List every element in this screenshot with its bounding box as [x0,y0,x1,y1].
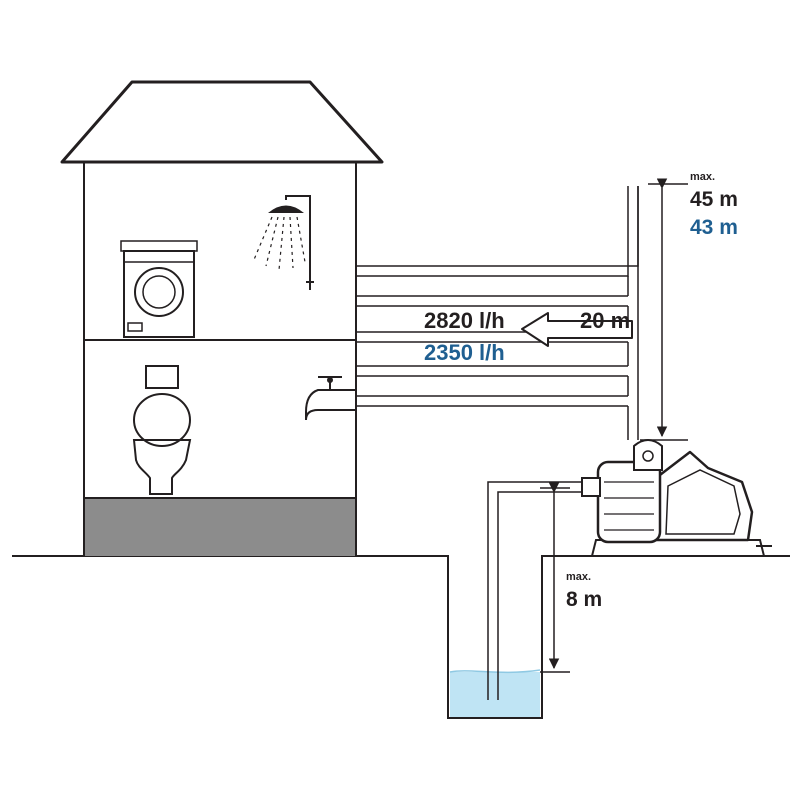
suction-depth-dimension [540,482,570,673]
toilet-icon [132,365,192,495]
house-basement-band [84,498,356,556]
washing-machine-icon [120,240,198,338]
suction-prefix: max. [566,571,591,583]
supply-pipes [356,186,639,440]
flow-rate-2: 2350 l/h [424,340,505,365]
max-head-prefix: max. [690,171,715,183]
house [60,80,384,556]
pump-outlet-cap [633,439,663,471]
flow-arrow [521,312,633,347]
shower-icon [252,195,314,290]
ground-line [12,555,790,719]
garden-pump [581,439,772,557]
max-head-dimension [640,178,688,441]
house-roof [60,80,384,164]
faucet-icon [305,376,357,421]
flow-rate-1: 2820 l/h [424,308,505,333]
max-head-value-1: 45 m [690,188,738,211]
well-water [450,672,540,717]
pump-motor-housing [648,450,754,542]
max-head-value-2: 43 m [690,216,738,239]
flow-distance: 20 m [580,308,630,333]
house-walls [83,162,357,556]
suction-value: 8 m [566,588,602,611]
